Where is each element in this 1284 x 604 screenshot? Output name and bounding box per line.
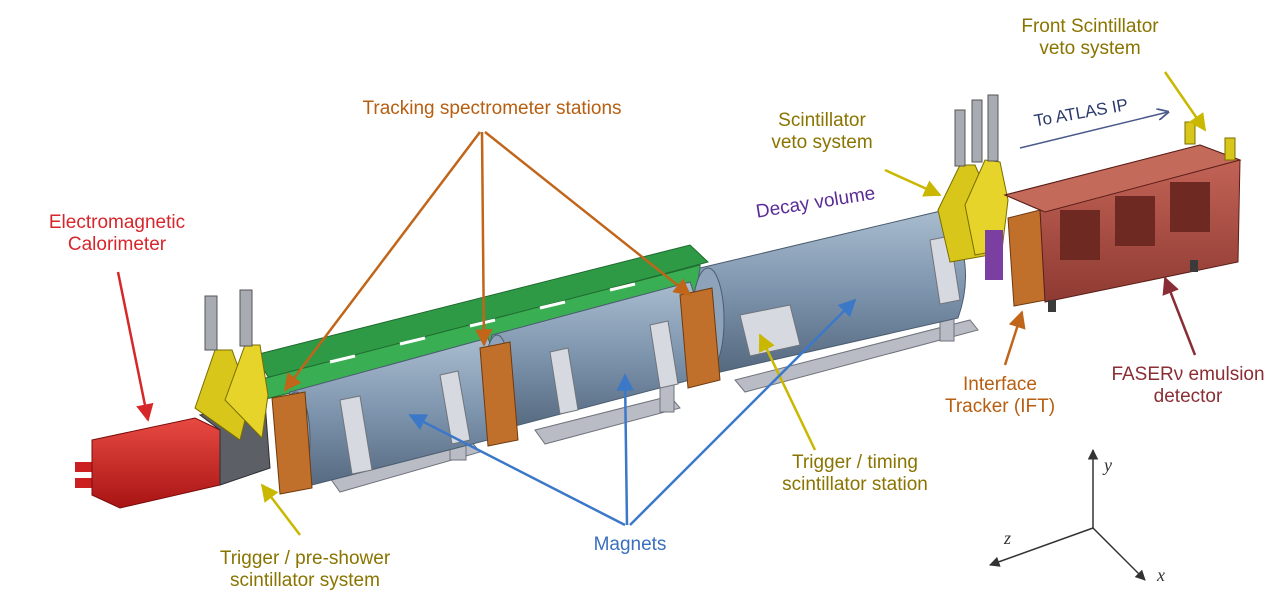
tracking-stations	[271, 287, 721, 495]
arrow-scint-veto	[884, 168, 942, 197]
coordinate-axes	[989, 448, 1146, 581]
arrow-calorimeter	[116, 271, 154, 422]
arrow-magnet-2	[616, 373, 634, 526]
label-tracking: Tracking spectrometer stations	[362, 98, 622, 119]
arrow-preshower	[260, 483, 301, 536]
axis-label-x: x	[1157, 565, 1165, 585]
arrow-magnet-1	[408, 413, 626, 527]
axis-label-y: y	[1104, 455, 1112, 475]
emulsion-detector	[1003, 121, 1242, 312]
arrow-front-scint	[1163, 71, 1207, 132]
arrow-tracking-3	[484, 131, 692, 297]
magnet-clamps	[339, 235, 961, 475]
label-magnets: Magnets	[593, 534, 667, 555]
arrow-interface	[1003, 310, 1026, 366]
arrow-atlas	[1019, 112, 1168, 149]
arrow-tracking-2	[475, 131, 493, 347]
preshower-scintillators	[194, 289, 269, 441]
arrow-trigger-timing	[758, 333, 817, 451]
veto-scintillators	[937, 94, 1009, 280]
arrow-tracking-1	[283, 131, 481, 392]
decay-volume-cylinder	[691, 209, 967, 373]
arrow-magnet-3	[629, 298, 857, 526]
annotation-arrows	[116, 71, 1207, 536]
axis-label-z: z	[1004, 528, 1012, 548]
arrow-faser	[1162, 276, 1197, 356]
